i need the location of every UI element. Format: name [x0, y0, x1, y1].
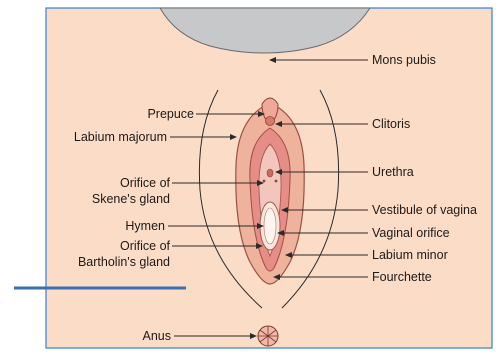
- skene-orifice-right: [275, 180, 278, 183]
- label-vaginal-orifice: Vaginal orifice: [372, 226, 450, 240]
- hymen-shape: [264, 208, 276, 244]
- label-bartholin-line2: Bartholin's gland: [78, 255, 170, 269]
- label-anus: Anus: [143, 329, 172, 343]
- label-skenes-line2: Skene's gland: [92, 192, 170, 206]
- label-clitoris: Clitoris: [372, 117, 410, 131]
- label-bartholin-line1: Orifice of: [120, 239, 171, 253]
- anus-shape: [258, 326, 278, 346]
- label-vestibule: Vestibule of vagina: [372, 203, 477, 217]
- label-urethra: Urethra: [372, 165, 414, 179]
- label-prepuce: Prepuce: [147, 107, 194, 121]
- label-labium-minor: Labium minor: [372, 248, 448, 262]
- clitoris-shape: [266, 117, 275, 126]
- label-mons-pubis: Mons pubis: [372, 53, 436, 67]
- label-skenes-line1: Orifice of: [120, 176, 171, 190]
- skene-orifice-left: [263, 180, 266, 183]
- label-labium-majorum: Labium majorum: [74, 130, 167, 144]
- urethra-shape: [267, 169, 273, 177]
- label-fourchette: Fourchette: [372, 270, 432, 284]
- label-hymen: Hymen: [125, 219, 165, 233]
